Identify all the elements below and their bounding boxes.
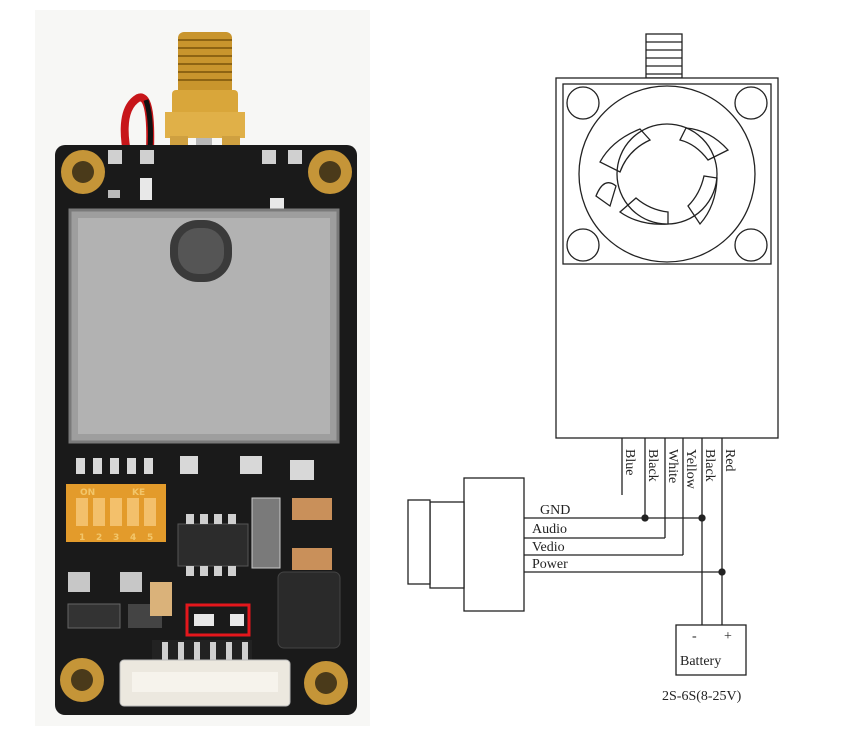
dip-toggle[interactable] bbox=[144, 498, 156, 526]
ic-chip bbox=[177, 523, 249, 567]
signal-label-video: Vedio bbox=[532, 540, 565, 555]
battery-spec: 2S-6S(8-25V) bbox=[662, 689, 742, 704]
dip-switch[interactable]: ON KE 1 2 3 4 5 bbox=[66, 484, 166, 543]
mounting-holes bbox=[60, 150, 352, 705]
wire-labels: Blue Black White Yellow Black Red bbox=[622, 449, 737, 490]
wire-label-black: Black bbox=[645, 449, 660, 482]
dip-on-label: ON bbox=[80, 488, 95, 498]
vtx-module-photo: ON KE 1 2 3 4 5 bbox=[35, 10, 370, 726]
inductor bbox=[277, 571, 341, 649]
dip-number: 3 bbox=[113, 533, 119, 543]
wire-label-yellow: Yellow bbox=[683, 449, 698, 490]
dip-number: 4 bbox=[130, 533, 136, 543]
camera-icon bbox=[407, 477, 525, 612]
battery-label: Battery bbox=[680, 654, 721, 669]
highlight-box bbox=[185, 603, 251, 637]
black-wire bbox=[143, 99, 153, 151]
wire-drops bbox=[621, 438, 723, 625]
signal-label-audio: Audio bbox=[532, 522, 567, 537]
diode bbox=[251, 497, 281, 569]
dip-ke-label: KE bbox=[132, 488, 145, 498]
junction-dot bbox=[718, 568, 726, 576]
fan-icon bbox=[562, 83, 772, 265]
dip-number: 2 bbox=[96, 533, 102, 543]
dip-toggle[interactable] bbox=[127, 498, 139, 526]
dip-number: 5 bbox=[147, 533, 153, 543]
signal-labels: GND Audio Vedio Power bbox=[532, 503, 570, 572]
dip-number: 1 bbox=[79, 533, 85, 543]
battery-minus: - bbox=[692, 629, 697, 644]
wiring-diagram bbox=[407, 33, 779, 676]
antenna-stub bbox=[645, 33, 683, 79]
battery-plus: + bbox=[724, 629, 732, 644]
wire-label-red: Red bbox=[722, 449, 737, 472]
rf-shield bbox=[68, 208, 340, 444]
signal-label-power: Power bbox=[532, 557, 568, 572]
battery-icon bbox=[675, 624, 747, 676]
wire-label-white: White bbox=[665, 449, 680, 483]
bottom-connector bbox=[119, 640, 291, 707]
signal-lines bbox=[524, 517, 722, 573]
signal-label-gnd: GND bbox=[540, 503, 570, 518]
wire-label-black: Black bbox=[702, 449, 717, 482]
dip-toggle[interactable] bbox=[76, 498, 88, 526]
dip-toggle[interactable] bbox=[93, 498, 105, 526]
dip-toggle[interactable] bbox=[110, 498, 122, 526]
small-ic bbox=[67, 603, 121, 629]
wire-label-blue: Blue bbox=[622, 449, 637, 475]
